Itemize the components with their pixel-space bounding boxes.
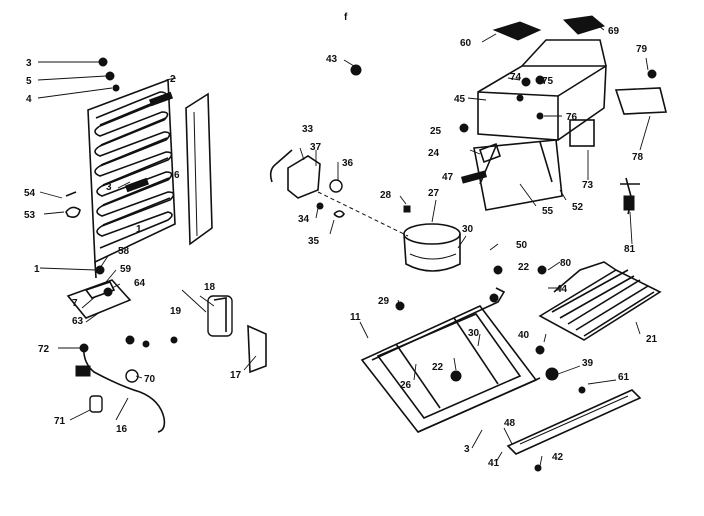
callout-40: 40 xyxy=(518,330,530,341)
condenser-fan-grille xyxy=(535,261,662,381)
callout-24: 24 xyxy=(428,148,440,159)
callout-52: 52 xyxy=(572,202,584,213)
callout-18: 18 xyxy=(204,282,216,293)
callout-25: 25 xyxy=(430,126,442,137)
callout-17: 17 xyxy=(230,370,242,381)
callout-1-right: 1 xyxy=(136,224,142,235)
callout-47: 47 xyxy=(442,172,454,183)
callout-76: 76 xyxy=(566,112,578,123)
callout-35: 35 xyxy=(308,236,320,247)
callout-29: 29 xyxy=(378,296,390,307)
callout-37: 37 xyxy=(310,142,322,153)
callout-5: 5 xyxy=(26,76,32,87)
callout-60: 60 xyxy=(460,38,472,49)
callout-26: 26 xyxy=(400,380,412,391)
callout-1-left: 1 xyxy=(34,264,40,275)
callout-61: 61 xyxy=(618,372,630,383)
compressor xyxy=(403,205,461,272)
callout-30-top: 30 xyxy=(462,224,474,235)
callout-53: 53 xyxy=(24,210,36,221)
callout-55: 55 xyxy=(542,206,554,217)
baffle-panel xyxy=(185,92,213,246)
thermostat-assembly xyxy=(269,64,409,237)
callout-22-top: 22 xyxy=(518,262,530,273)
callout-2: 2 xyxy=(170,74,176,85)
callout-42: 42 xyxy=(552,452,564,463)
callout-f: f xyxy=(344,12,348,23)
callout-21: 21 xyxy=(646,334,658,345)
callout-labels: 3 5 4 2 6 3 54 53 1 1 58 59 64 7 63 72 7… xyxy=(24,12,658,469)
callout-27: 27 xyxy=(428,188,440,199)
relay-overload-parts xyxy=(125,295,267,374)
callout-39: 39 xyxy=(582,358,594,369)
callout-41: 41 xyxy=(488,458,500,469)
callout-7: 7 xyxy=(72,298,78,309)
callout-28: 28 xyxy=(380,190,392,201)
callout-78: 78 xyxy=(632,152,644,163)
callout-50: 50 xyxy=(516,240,528,251)
callout-33: 33 xyxy=(302,124,314,135)
callout-74: 74 xyxy=(510,72,522,83)
callout-75: 75 xyxy=(542,76,554,87)
power-cord xyxy=(75,343,166,433)
callout-59: 59 xyxy=(120,264,132,275)
callout-70: 70 xyxy=(144,374,156,385)
drain-tray xyxy=(66,265,132,319)
callout-54: 54 xyxy=(24,188,36,199)
callout-63: 63 xyxy=(72,316,84,327)
callout-43: 43 xyxy=(326,54,338,65)
callout-71: 71 xyxy=(54,416,66,427)
wire-harness xyxy=(620,177,640,215)
callout-11: 11 xyxy=(350,312,361,323)
callout-45: 45 xyxy=(454,94,466,105)
leader-lines xyxy=(37,23,651,467)
compressor-base-frame xyxy=(360,265,541,433)
callout-44: 44 xyxy=(556,284,568,295)
callout-58: 58 xyxy=(118,246,130,257)
callout-3-middle: 3 xyxy=(106,182,112,193)
callout-69: 69 xyxy=(608,26,620,37)
callout-48: 48 xyxy=(504,418,516,429)
callout-4: 4 xyxy=(26,94,32,105)
fan-blades xyxy=(492,15,606,41)
front-rail xyxy=(506,386,642,472)
callout-81: 81 xyxy=(624,244,636,255)
callout-72: 72 xyxy=(38,344,50,355)
callout-6: 6 xyxy=(174,170,180,181)
callout-3-bottom: 3 xyxy=(464,444,470,455)
callout-79: 79 xyxy=(636,44,648,55)
callout-30-bottom: 30 xyxy=(468,328,480,339)
callout-64: 64 xyxy=(134,278,146,289)
callout-22-bottom: 22 xyxy=(432,362,444,373)
condenser-coil xyxy=(87,78,176,279)
callout-3-top: 3 xyxy=(26,58,32,69)
coil-clips xyxy=(65,57,174,218)
fan-shroud-box xyxy=(477,39,607,141)
callout-80: 80 xyxy=(560,258,572,269)
fan-motor-mount xyxy=(459,69,668,164)
callout-16: 16 xyxy=(116,424,128,435)
callout-34: 34 xyxy=(298,214,310,225)
fan-bracket xyxy=(461,119,595,211)
callout-19: 19 xyxy=(170,306,182,317)
callout-36: 36 xyxy=(342,158,354,169)
callout-73: 73 xyxy=(582,180,594,191)
